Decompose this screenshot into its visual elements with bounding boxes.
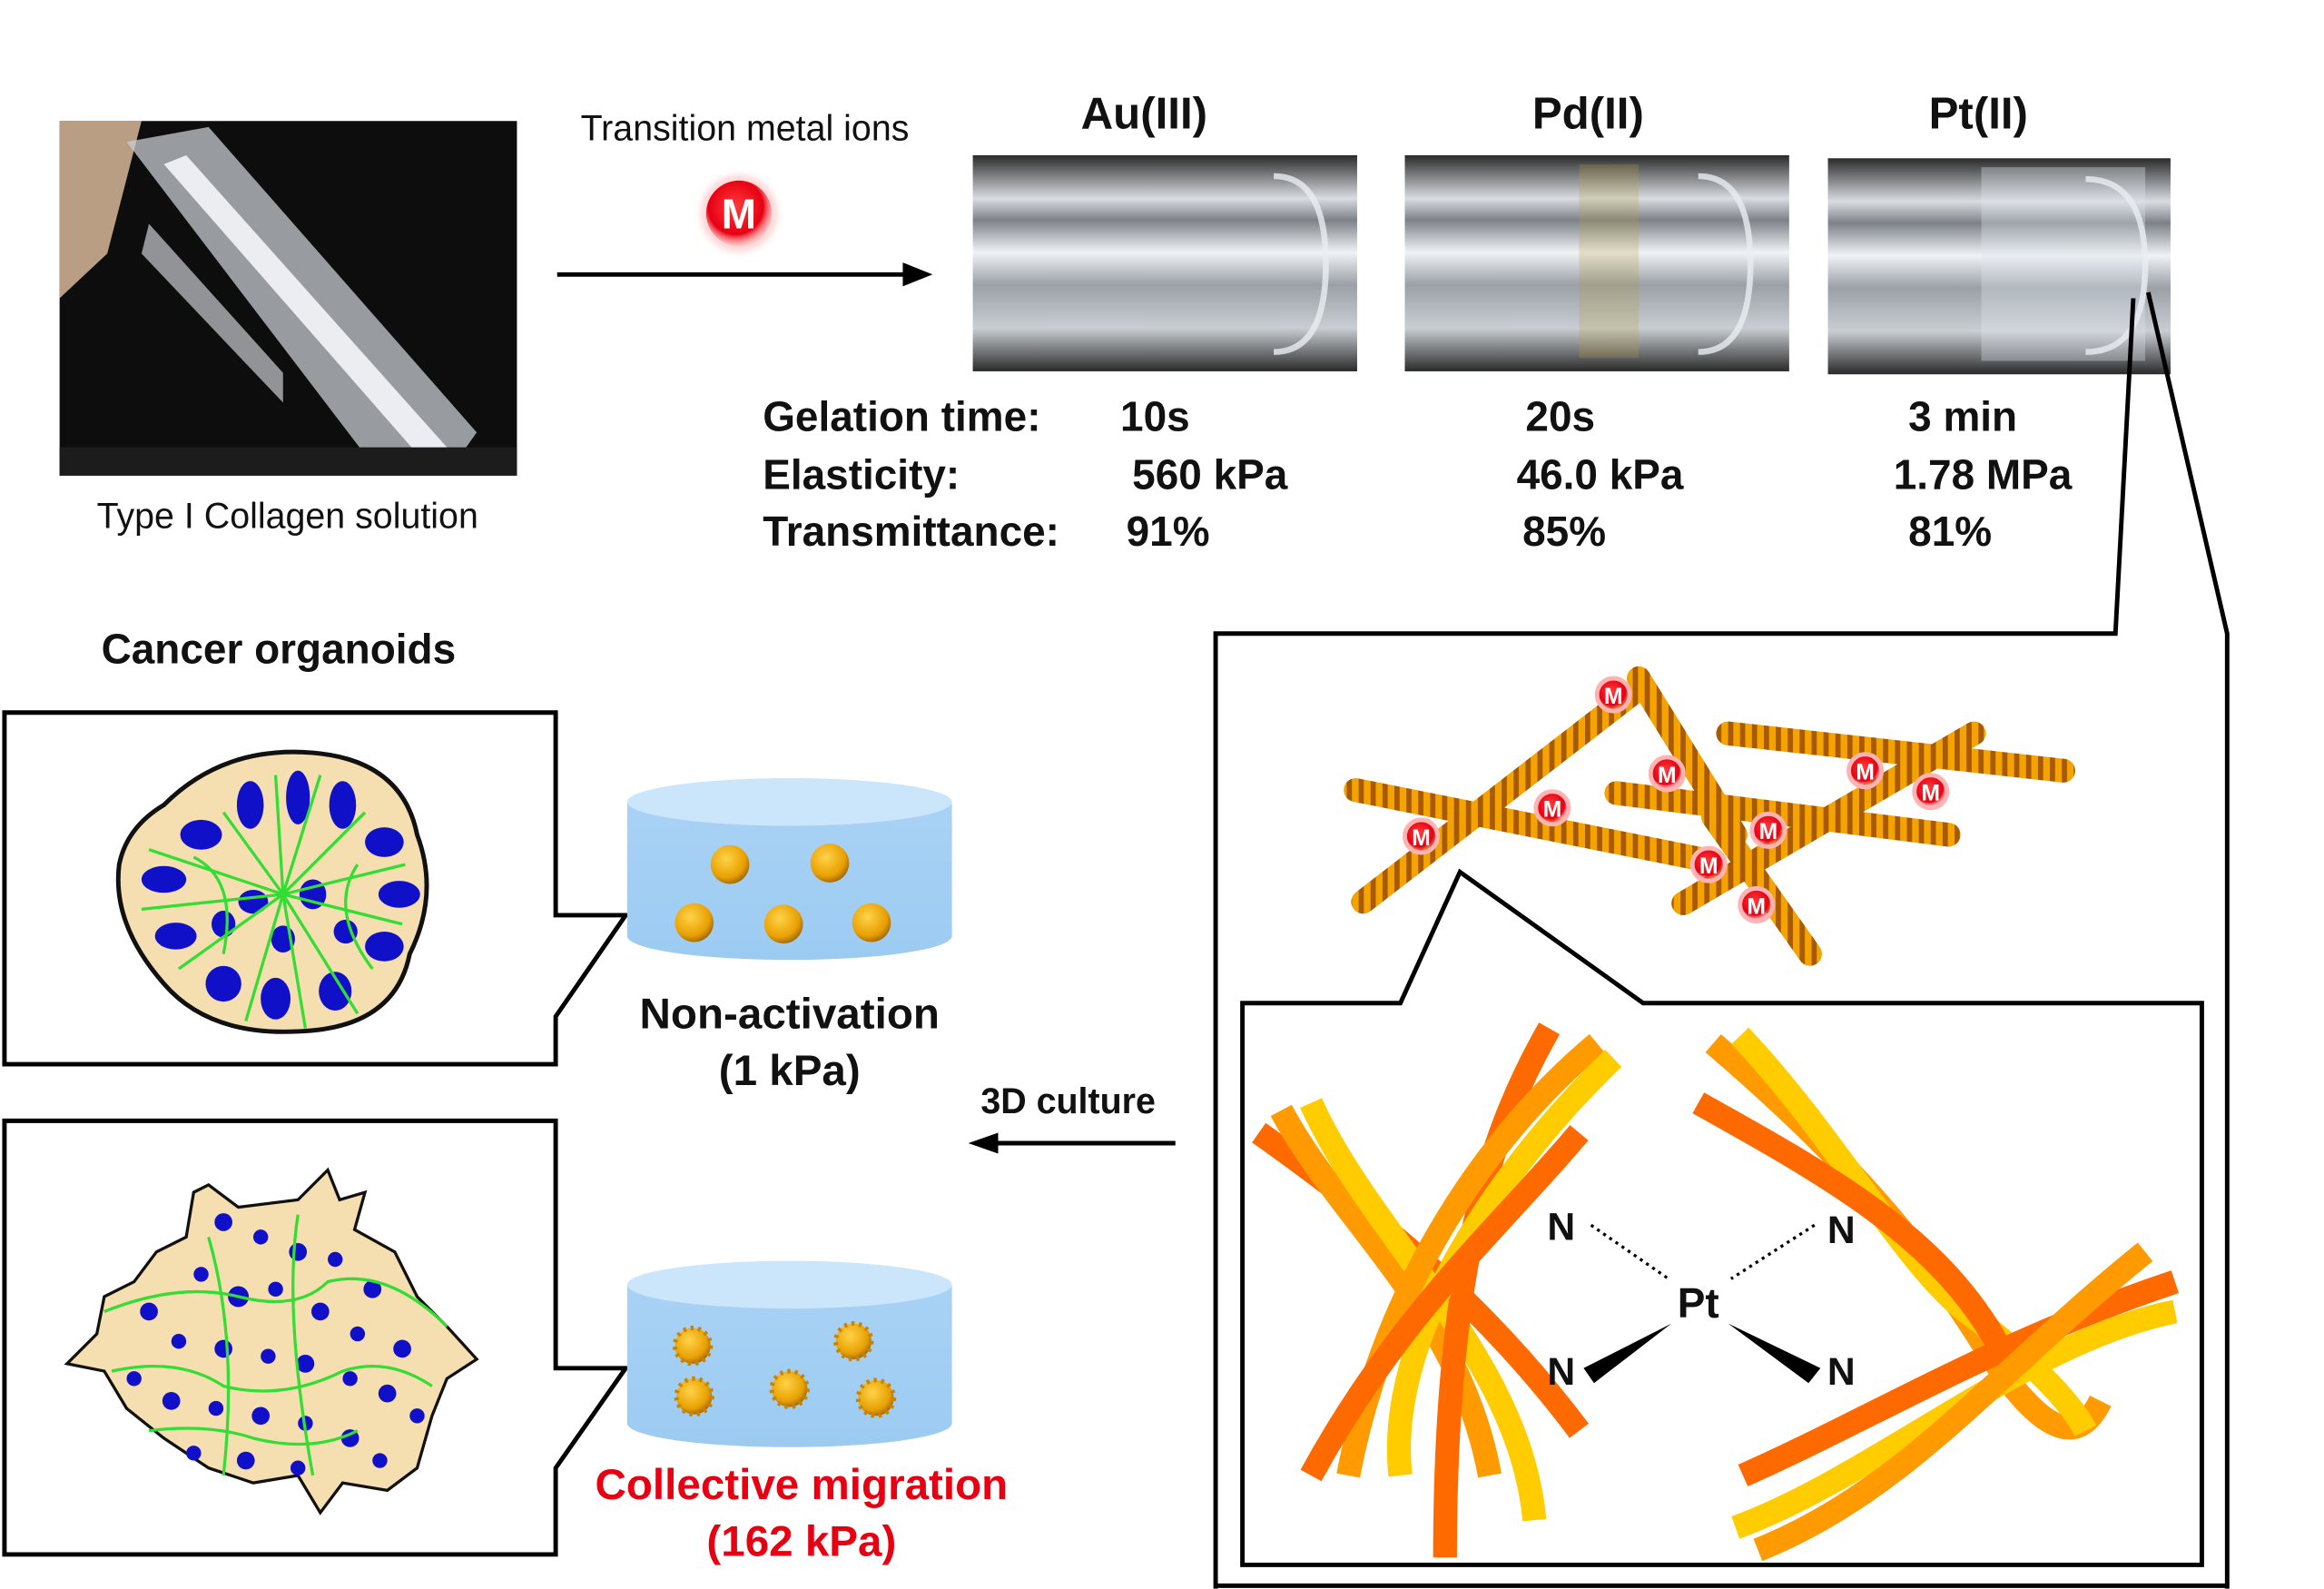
svg-text:M: M <box>1748 894 1767 919</box>
gelation-time-label: Gelation time: <box>763 393 1040 440</box>
ligand-n-bottom-left: N <box>1547 1350 1575 1394</box>
au-transmittance: 91% <box>1127 508 1210 555</box>
non-activation-value: (1 kPa) <box>719 1047 861 1095</box>
spiky-spheroid <box>855 1377 897 1418</box>
wedge-bond <box>1728 1323 1821 1384</box>
metal-column-pt: Pt(II) <box>1827 88 2171 375</box>
metal-ion-symbol: M <box>722 190 756 237</box>
fiber <box>1604 781 1961 847</box>
spheroid <box>710 844 750 884</box>
transmittance-label: Transmittance: <box>763 508 1059 555</box>
reaction-label: Transition metal ions <box>581 109 910 149</box>
properties-table: Gelation time: Elasticity: Transmittance… <box>763 393 2073 555</box>
collagen-caption: Type I Collagen solution <box>97 496 478 536</box>
metal-crosslink: M <box>1846 752 1885 790</box>
organoid-non-activated <box>115 749 429 1034</box>
metal-name: Au(III) <box>1081 88 1207 138</box>
svg-text:M: M <box>1543 798 1562 823</box>
fiber <box>1671 721 1986 915</box>
svg-text:M: M <box>1699 854 1718 879</box>
spheroid <box>675 903 714 943</box>
fiber <box>1701 804 1822 966</box>
svg-text:M: M <box>1759 820 1778 844</box>
callout-lines <box>1213 291 2230 1589</box>
pt-complex: Pt N N N N <box>1547 1206 1855 1394</box>
spheroid <box>852 903 891 943</box>
pt-center-label: Pt <box>1678 1279 1719 1327</box>
gel-photo-pt <box>1827 158 2171 375</box>
svg-text:M: M <box>1412 826 1431 851</box>
svg-text:M: M <box>1856 761 1874 785</box>
fiber <box>1716 721 2075 783</box>
metal-crosslink: M <box>1648 755 1686 793</box>
metal-ion-icon: M <box>700 174 778 252</box>
fiber <box>1344 777 1726 873</box>
pd-elasticity: 46.0 kPa <box>1517 451 1684 498</box>
crosslink-markers: M M M M M M M M M <box>1403 676 1950 923</box>
pt-elasticity: 1.78 MPa <box>1894 451 2073 498</box>
collagen-solution-photo <box>59 121 517 476</box>
gel-non-activation <box>626 777 952 961</box>
gel-migration <box>626 1260 952 1447</box>
metal-crosslink: M <box>1738 885 1776 923</box>
migration-label: Collective migration <box>596 1461 1009 1509</box>
metal-crosslink: M <box>1403 817 1441 855</box>
metal-crosslink: M <box>1594 676 1632 714</box>
pt-gelation-time: 3 min <box>1908 393 2017 440</box>
pt-transmittance: 81% <box>1908 508 1992 555</box>
metal-crosslink: M <box>1912 773 1950 811</box>
spiky-spheroid <box>674 1376 714 1417</box>
gel-photo-pd <box>1404 155 1789 371</box>
metal-column-au: Au(III) <box>972 88 1357 371</box>
elasticity-label: Elasticity: <box>763 451 960 498</box>
migration-value: (162 kPa) <box>706 1518 896 1566</box>
metal-crosslink: M <box>1533 789 1571 827</box>
spheroid <box>763 904 803 944</box>
svg-text:M: M <box>1604 685 1623 709</box>
metal-crosslink: M <box>1749 811 1787 849</box>
gel-photo-au <box>972 155 1357 371</box>
collagen-fiber-network: M M M M M M M M M <box>1344 666 2075 966</box>
wedge-bond <box>1583 1323 1672 1384</box>
culture-label: 3D culture <box>980 1081 1156 1121</box>
ligand-n-bottom-right: N <box>1827 1350 1856 1394</box>
pd-transmittance: 85% <box>1522 508 1606 555</box>
culture-arrow <box>968 1132 1176 1154</box>
pd-gelation-time: 20s <box>1525 393 1595 440</box>
metal-name: Pd(II) <box>1532 88 1644 138</box>
spiky-spheroid <box>833 1321 874 1362</box>
metal-crosslink: M <box>1689 845 1728 883</box>
fiber <box>1351 676 1651 914</box>
organoid-migrating <box>64 1167 479 1515</box>
au-gelation-time: 10s <box>1120 393 1190 440</box>
metal-column-pd: Pd(II) <box>1404 88 1789 371</box>
metal-name: Pt(II) <box>1929 88 2028 138</box>
ligand-n-top-right: N <box>1827 1209 1856 1252</box>
organoids-title: Cancer organoids <box>102 626 457 673</box>
ligand-n-top-left: N <box>1547 1206 1575 1249</box>
au-elasticity: 560 kPa <box>1132 451 1288 498</box>
svg-text:M: M <box>1922 782 1941 806</box>
spiky-spheroid <box>769 1368 810 1409</box>
hashed-bonds <box>1590 1223 1816 1280</box>
reaction-arrow <box>556 262 933 287</box>
spiky-spheroid <box>672 1326 714 1367</box>
svg-text:M: M <box>1658 764 1677 788</box>
non-activation-label: Non-activation <box>640 991 940 1039</box>
spheroid <box>810 844 850 883</box>
triple-helix-left <box>1252 1022 1622 1558</box>
triple-helix-right <box>1692 1027 2180 1562</box>
